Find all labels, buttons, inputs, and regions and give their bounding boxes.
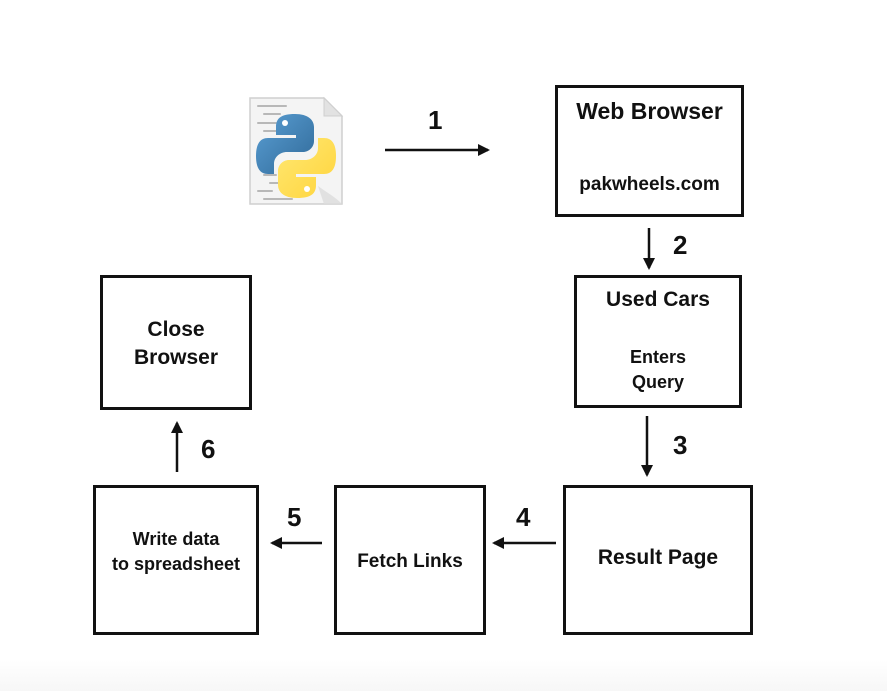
step-6-label: 6: [201, 434, 216, 464]
python-script-icon: [249, 96, 344, 205]
write-data-line1: Write data: [132, 529, 220, 549]
close-browser-line2: Browser: [133, 346, 219, 369]
web-browser-url: pakwheels.com: [579, 174, 720, 195]
step-2-label: 2: [673, 230, 688, 260]
write-data-box: Write data to spreadsheet: [93, 485, 259, 635]
web-browser-title: Web Browser: [576, 98, 723, 124]
web-browser-box: Web Browser pakwheels.com: [555, 85, 744, 217]
step-1-label: 1: [428, 105, 443, 135]
write-data-line2: to spreadsheet: [111, 554, 241, 574]
bottom-fade: [0, 660, 887, 691]
close-browser-box: Close Browser: [100, 275, 252, 410]
used-cars-title: Used Cars: [606, 288, 710, 311]
result-page-box: Result Page: [563, 485, 753, 635]
step-4-label: 4: [516, 502, 531, 532]
step-5-label: 5: [287, 502, 302, 532]
step-3-label: 3: [673, 430, 688, 460]
result-page-title: Result Page: [597, 546, 719, 569]
enters-query-line1: Enters: [629, 347, 687, 367]
used-cars-box: Used Cars Enters Query: [574, 275, 742, 408]
enters-query-line2: Query: [631, 372, 685, 392]
close-browser-line1: Close: [147, 318, 205, 341]
fetch-links-title: Fetch Links: [357, 551, 463, 572]
fetch-links-box: Fetch Links: [334, 485, 486, 635]
